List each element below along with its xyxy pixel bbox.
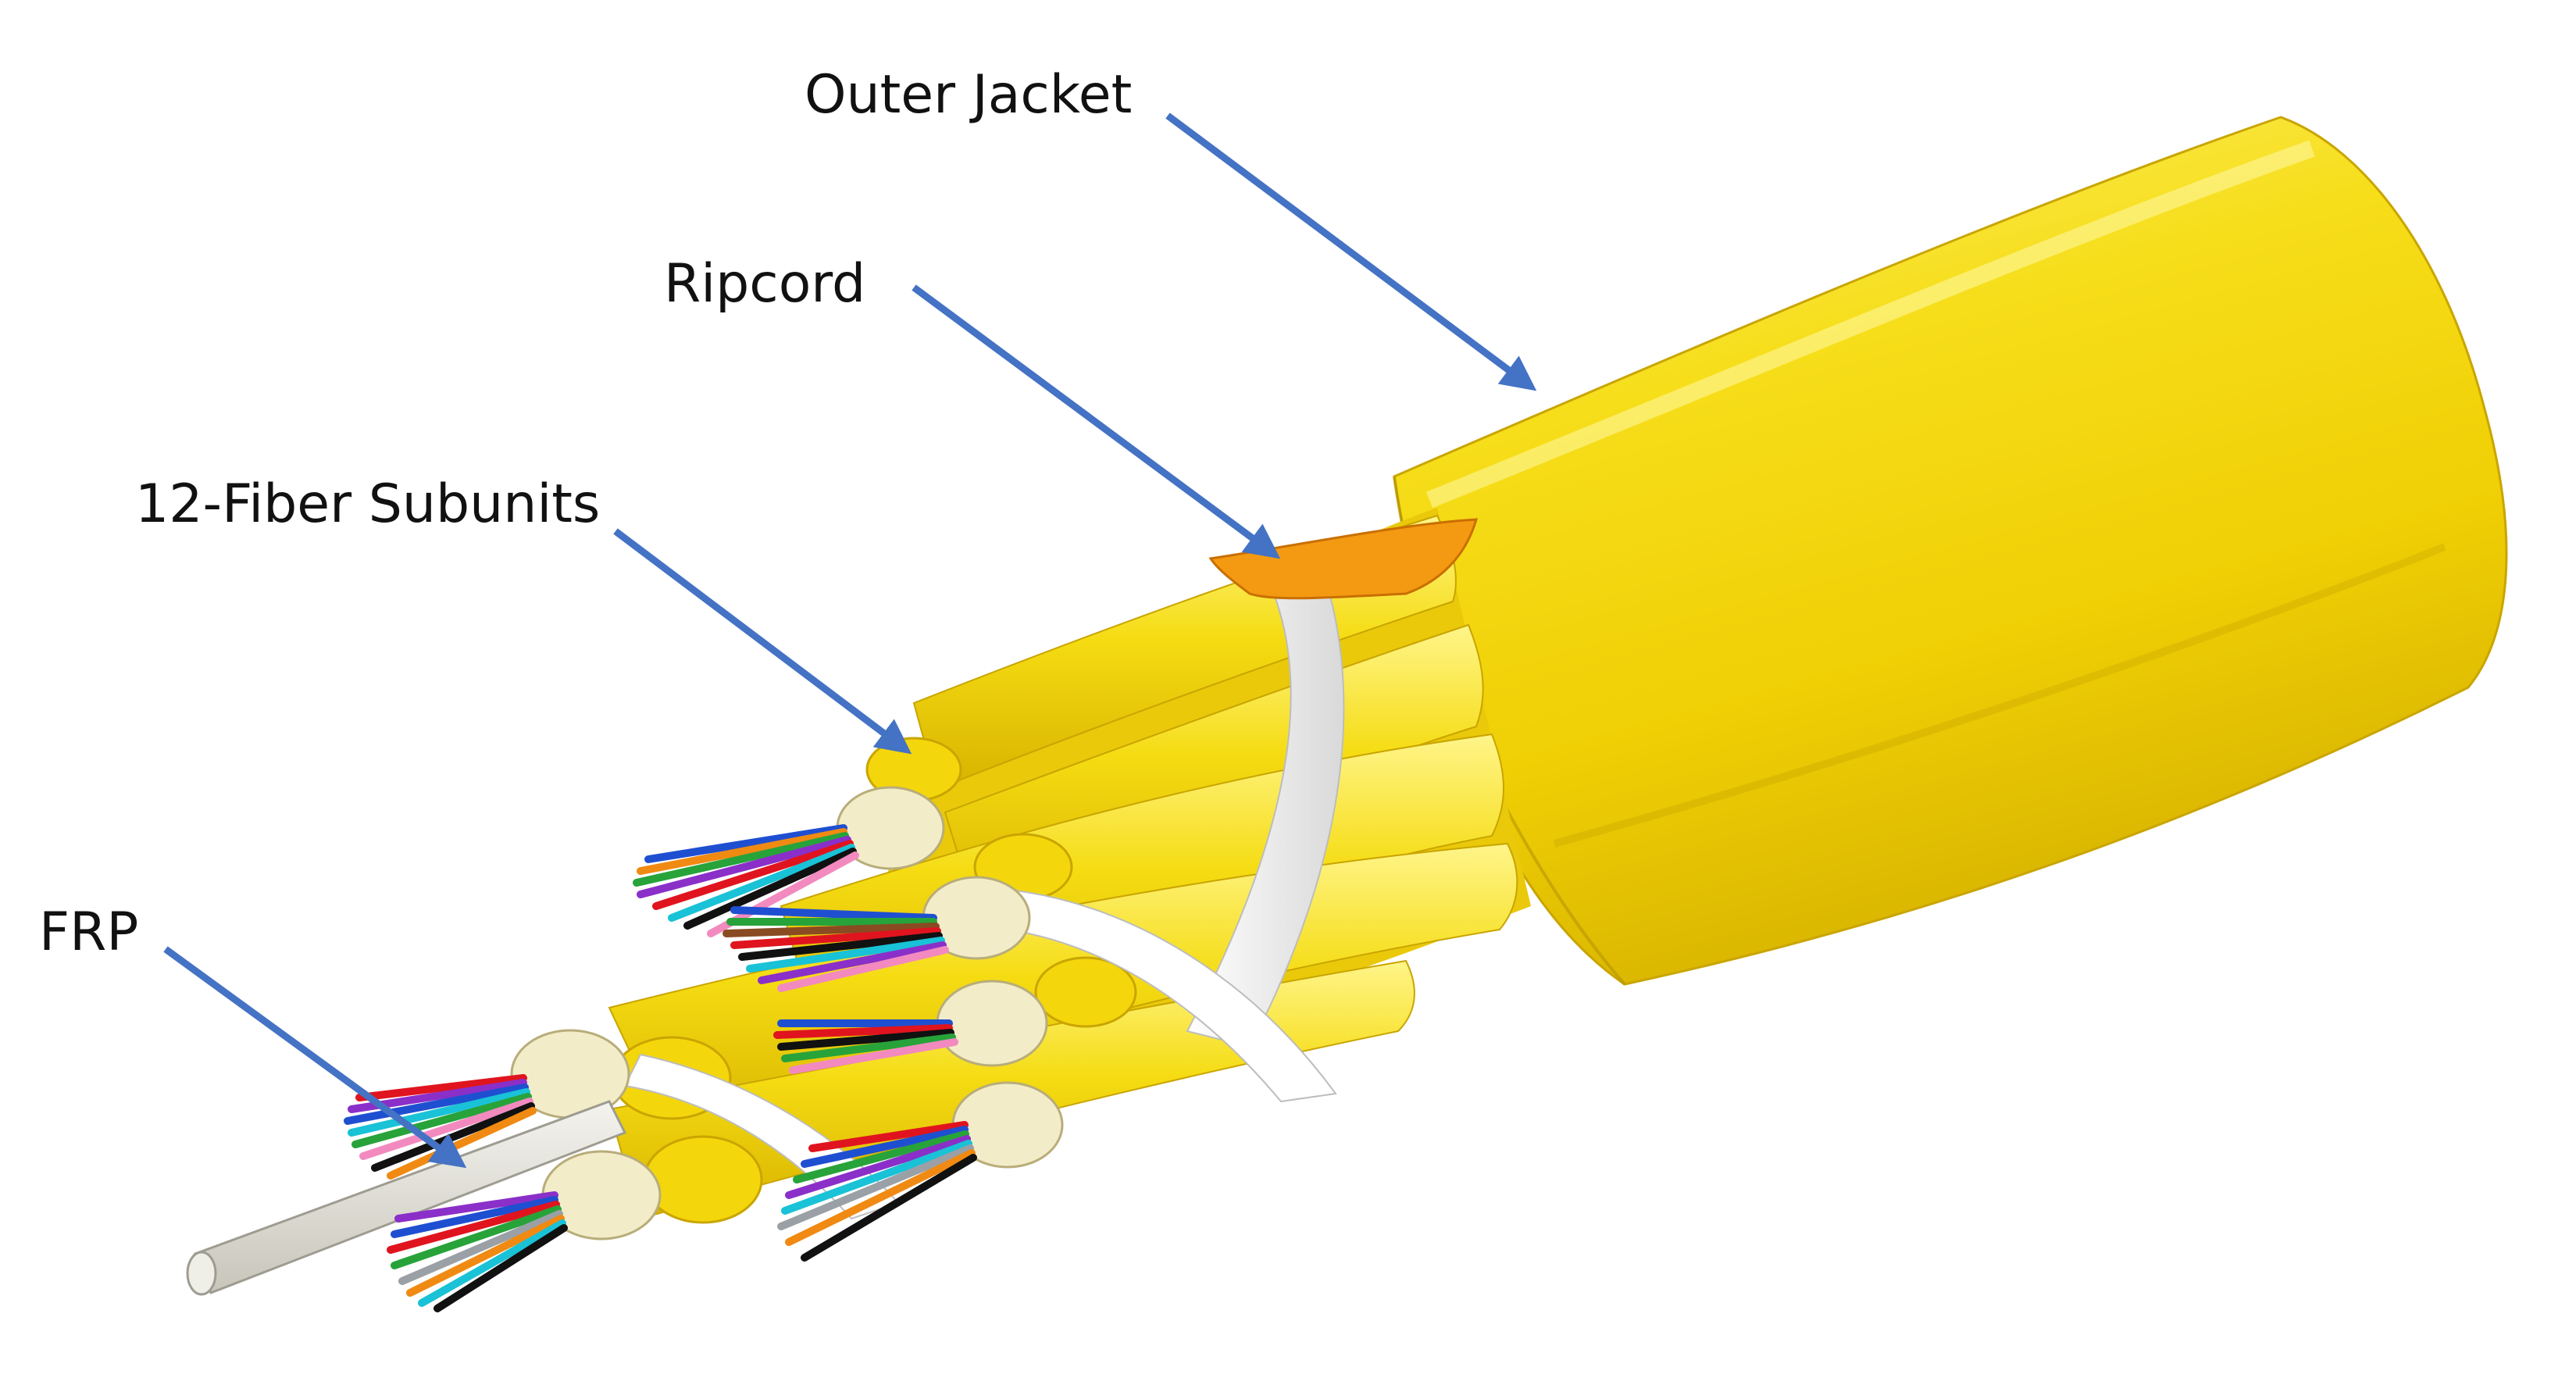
frp-rod [186,1100,627,1296]
outer-jacket [1393,116,2508,986]
subunits-label: 12-Fiber Subunits [135,473,601,535]
ripcord [1208,518,1479,600]
frp-label: FRP [39,901,139,963]
outer-jacket-arrow [1165,112,1537,391]
callout-arrows [163,112,1537,1169]
subunits-arrow [613,528,912,755]
frp-arrow [163,946,467,1169]
binder-tapes [623,561,1345,1220]
ripcord-arrow [912,284,1281,559]
outer-jacket-label: Outer Jacket [805,64,1133,126]
ripcord-label: Ripcord [664,253,866,315]
aramid-yarn-bundles [510,786,1064,1240]
